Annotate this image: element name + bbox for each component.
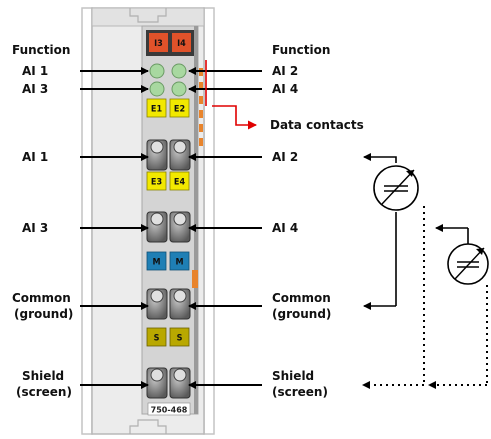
io-module: I3 I4 E1 E2 E3 — [81, 7, 215, 435]
screw-ai1 — [146, 139, 168, 171]
right-function-label: Function — [272, 43, 330, 57]
screw-ai4 — [169, 211, 191, 243]
terminal-strip-shadow — [194, 26, 198, 414]
led-i4 — [172, 33, 191, 52]
tag-e1-label: E1 — [151, 105, 163, 115]
right-common-label: Common — [272, 291, 331, 305]
screw-common-right — [169, 288, 191, 320]
led-ai2-green — [171, 63, 187, 79]
tag-e4 — [169, 171, 190, 191]
right-ai4-top-label: AI 4 — [272, 82, 298, 96]
led-i3-label: I3 — [154, 39, 163, 49]
tag-s1-label: S — [154, 334, 160, 344]
left-arrows — [80, 67, 149, 389]
right-common-sub-label: (ground) — [272, 307, 331, 321]
model-number: 750-468 — [151, 406, 188, 415]
screw-ai2 — [169, 139, 191, 171]
tag-m1 — [146, 251, 167, 271]
left-common-sub-label: (ground) — [14, 307, 73, 321]
left-function-label: Function — [12, 43, 70, 57]
tag-m2 — [169, 251, 190, 271]
left-ai3-top-label: AI 3 — [22, 82, 48, 96]
tag-e2 — [169, 98, 190, 118]
module-top-notch — [129, 8, 167, 23]
tag-s1 — [146, 327, 167, 347]
tag-e3 — [146, 171, 167, 191]
orange-marker — [192, 270, 198, 288]
tag-e2-label: E2 — [174, 105, 185, 115]
right-ai2-label: AI 2 — [272, 150, 298, 164]
led-ai1-green — [149, 63, 165, 79]
tag-e1 — [146, 98, 167, 118]
left-ai1-label: AI 1 — [22, 150, 48, 164]
left-shield-label: Shield — [22, 369, 64, 383]
left-ai3-label: AI 3 — [22, 221, 48, 235]
screw-shield-left — [146, 367, 168, 399]
tag-m2-label: M — [175, 258, 183, 268]
model-label-bg — [147, 402, 191, 416]
left-common-label: Common — [12, 291, 71, 305]
led-i4-label: I4 — [177, 39, 186, 49]
led-i3 — [149, 33, 168, 52]
module-bottom-notch — [129, 419, 167, 434]
tag-e4-label: E4 — [174, 178, 186, 188]
screw-common-left — [146, 288, 168, 320]
tag-s2 — [169, 327, 190, 347]
right-shield-sub-label: (screen) — [272, 385, 328, 399]
led-ai3-green — [149, 81, 165, 97]
shield-dotted-lines — [370, 206, 488, 386]
screw-ai3 — [146, 211, 168, 243]
sensor-1-icon — [373, 165, 419, 211]
tag-s2-label: S — [177, 334, 183, 344]
sensor-circuit — [363, 153, 469, 310]
shield-arrowhead-2 — [428, 381, 436, 389]
screw-shield-right — [169, 367, 191, 399]
left-ai1-top-label: AI 1 — [22, 64, 48, 78]
tag-m1-label: M — [152, 258, 160, 268]
right-arrows — [188, 67, 262, 389]
shield-arrowhead-1 — [362, 381, 370, 389]
right-shield-label: Shield — [272, 369, 314, 383]
led-ai4-green — [171, 81, 187, 97]
tag-e3-label: E3 — [151, 178, 162, 188]
left-shield-sub-label: (screen) — [16, 385, 72, 399]
right-ai4-label: AI 4 — [272, 221, 298, 235]
right-data-contacts-label: Data contacts — [270, 118, 364, 132]
module-top-cap — [91, 7, 205, 27]
sensor-2-icon — [447, 243, 489, 285]
data-contacts-arrow — [205, 60, 257, 130]
right-ai2-top-label: AI 2 — [272, 64, 298, 78]
